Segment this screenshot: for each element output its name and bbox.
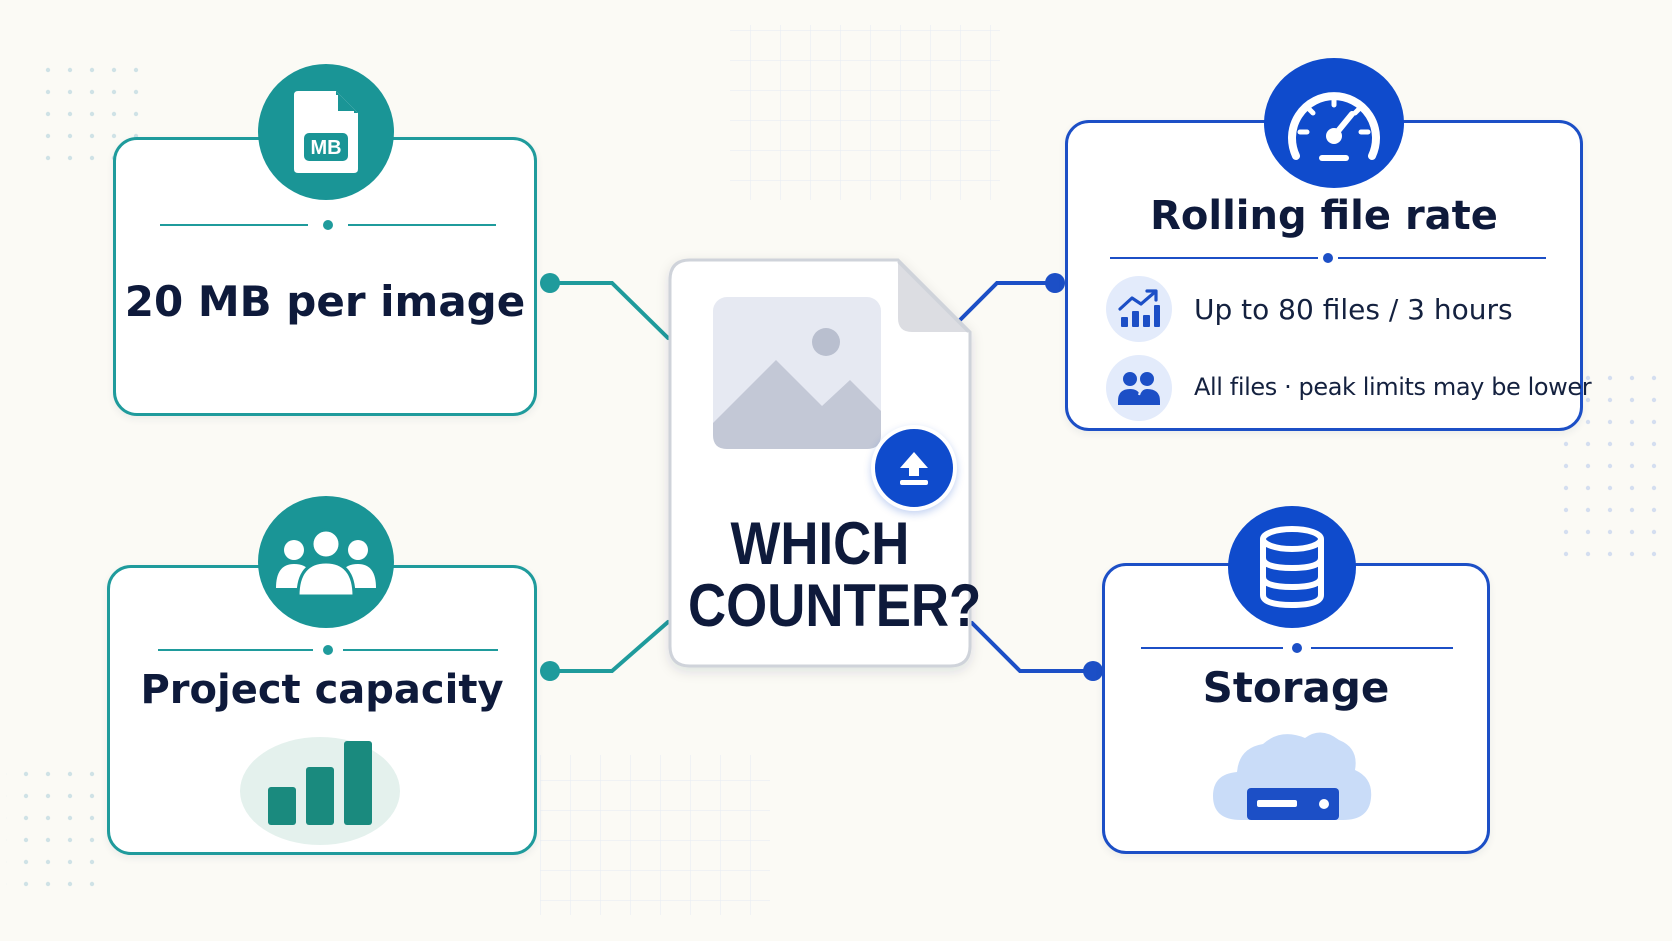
card-divider — [1110, 253, 1546, 263]
connector-project-capacity — [548, 620, 670, 673]
project-capacity-title: Project capacity — [140, 667, 504, 713]
connector-file-size — [548, 281, 670, 340]
cloud-server-icon — [1213, 732, 1372, 820]
center-question-line-1: WHICH — [730, 510, 910, 577]
connector-dot-project-capacity — [540, 661, 560, 681]
card-divider — [160, 220, 496, 230]
storage-title: Storage — [1202, 663, 1390, 712]
file-size-title: 20 MB per image — [124, 277, 526, 326]
rolling-rate-title: Rolling file rate — [1150, 193, 1498, 239]
mb-file-icon: MB — [294, 91, 358, 173]
connector-storage — [970, 621, 1095, 673]
center-question: WHICH COUNTER? — [688, 510, 982, 639]
upload-badge — [871, 425, 957, 511]
upload-icon — [900, 452, 928, 485]
rate-row-1-text: Up to 80 files / 3 hours — [1194, 293, 1513, 326]
center-question-line-2: COUNTER? — [688, 572, 982, 639]
project-capacity-badge — [258, 496, 394, 628]
file-size-badge: MB — [258, 64, 394, 200]
connector-dot-rolling-rate — [1045, 273, 1065, 293]
rate-row-2-icon-wrap — [1106, 355, 1172, 421]
rolling-rate-badge — [1264, 58, 1404, 188]
connector-rolling-rate — [956, 281, 1057, 324]
storage-badge — [1228, 506, 1356, 628]
card-divider — [1141, 643, 1453, 653]
database-icon — [1260, 526, 1324, 609]
trend-up-chart-icon — [1118, 289, 1160, 327]
bar-chart-icon — [240, 737, 400, 845]
rate-row-2-text: All files · peak limits may be lower — [1194, 373, 1592, 401]
connector-dot-file-size — [540, 273, 560, 293]
card-divider — [158, 645, 498, 655]
mb-file-icon-label: MB — [310, 137, 341, 159]
users-icon — [1118, 372, 1160, 405]
team-icon — [276, 528, 376, 598]
speedometer-icon — [1288, 92, 1380, 161]
connector-dot-storage — [1083, 661, 1103, 681]
rate-row-1-icon-wrap — [1106, 276, 1172, 342]
